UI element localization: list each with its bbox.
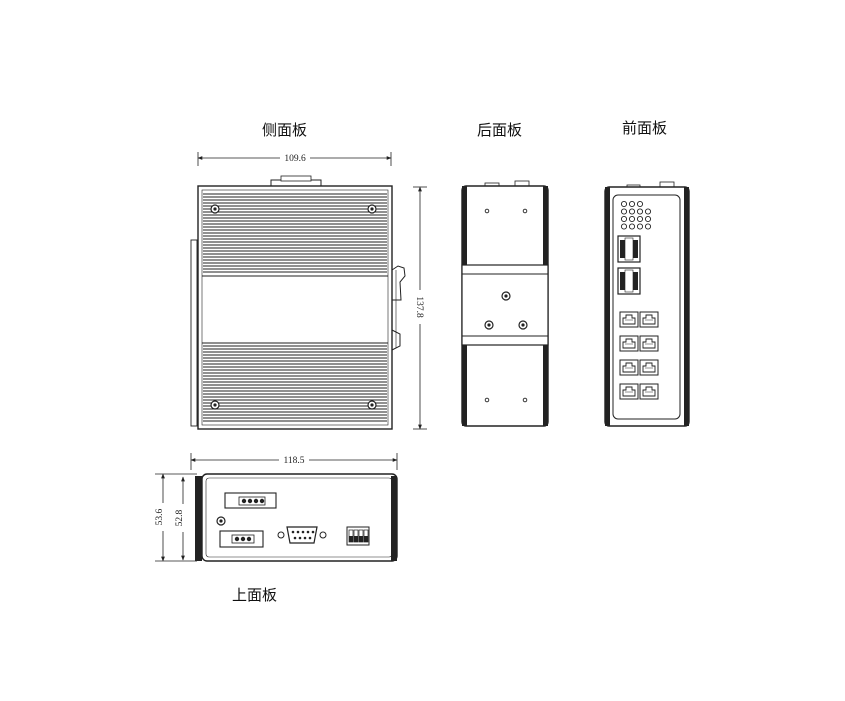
sfp-slot-1 [617, 235, 641, 263]
front-led-grid [620, 200, 652, 230]
side-height-dimension: 137.8 [414, 296, 424, 318]
rj45-port-icon [639, 335, 659, 352]
rj45-port-icon [619, 335, 639, 352]
side-lower-fins [203, 345, 387, 422]
terminal-block-2 [219, 530, 264, 548]
side-width-dimension: 109.6 [284, 154, 306, 164]
rear-panel-title: 后面板 [477, 121, 523, 139]
terminal-block-1 [224, 492, 277, 509]
rj45-port-icon [619, 311, 639, 328]
top-width-dimension: 118.5 [283, 456, 304, 466]
front-panel-title: 前面板 [622, 119, 668, 137]
side-upper-fins [203, 193, 387, 273]
front-panel-view [604, 181, 690, 427]
rj45-port-icon [619, 383, 639, 400]
rear-panel-view [461, 180, 549, 427]
rj45-port-icon [639, 359, 659, 376]
dip-switch [346, 526, 370, 546]
top-inner-height-dimension: 52.8 [175, 509, 185, 526]
top-outer-height-dimension: 53.6 [155, 508, 165, 525]
top-panel-title: 上面板 [232, 586, 278, 604]
side-panel-title: 侧面板 [262, 121, 308, 139]
rj45-port-icon [639, 383, 659, 400]
side-panel-view: 109.6 137.8 [190, 151, 427, 430]
db9-console-connector [277, 526, 327, 544]
sfp-slot-2 [617, 267, 641, 295]
rj45-port-icon [619, 359, 639, 376]
top-panel-view: 118.5 53.6 52.8 [155, 453, 398, 562]
rj45-port-icon [639, 311, 659, 328]
